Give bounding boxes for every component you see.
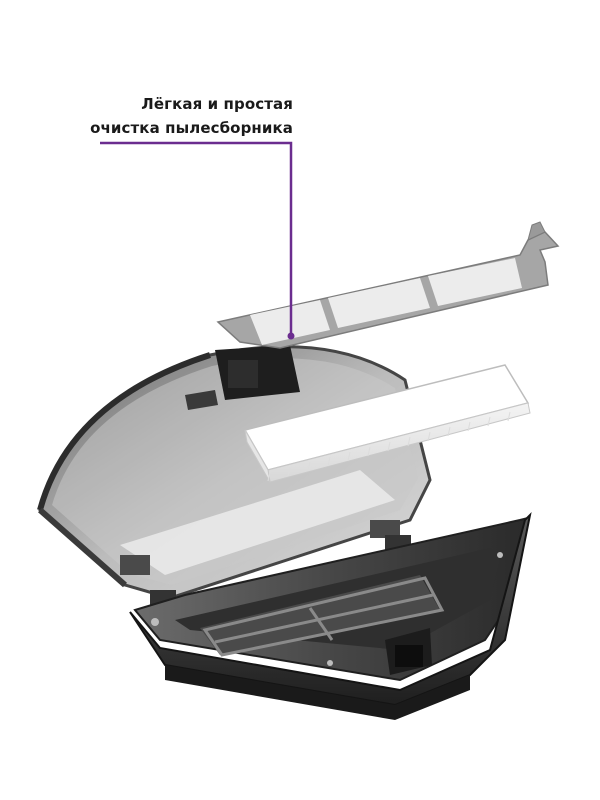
feature-caption: Лёгкая и простая очистка пылесборника [90, 92, 293, 140]
bin-tray [129, 511, 532, 720]
caption-line-1: Лёгкая и простая [141, 95, 293, 113]
caption-line-2: очистка пылесборника [90, 119, 293, 137]
hepa-filter [243, 364, 531, 483]
callout-polyline [100, 141, 293, 336]
callout-dot [287, 332, 295, 340]
